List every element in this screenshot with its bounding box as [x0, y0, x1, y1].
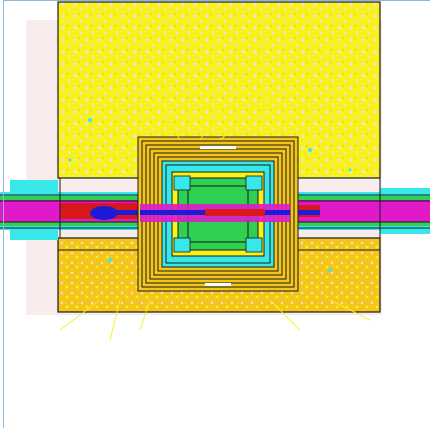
white-specks [200, 146, 236, 286]
frame-left-border [3, 0, 4, 428]
inner-block-top-left [173, 175, 191, 191]
inner-block-bottom-right [245, 237, 263, 253]
cyan-speckles [68, 118, 352, 272]
inner-block-bottom-left [173, 237, 191, 253]
particle-tracks [59, 19, 371, 341]
detector-beam-red [205, 209, 265, 216]
frame-top-border [3, 0, 430, 1]
inner-block-top-right [245, 175, 263, 191]
beam-pipe-lines [0, 177, 430, 239]
